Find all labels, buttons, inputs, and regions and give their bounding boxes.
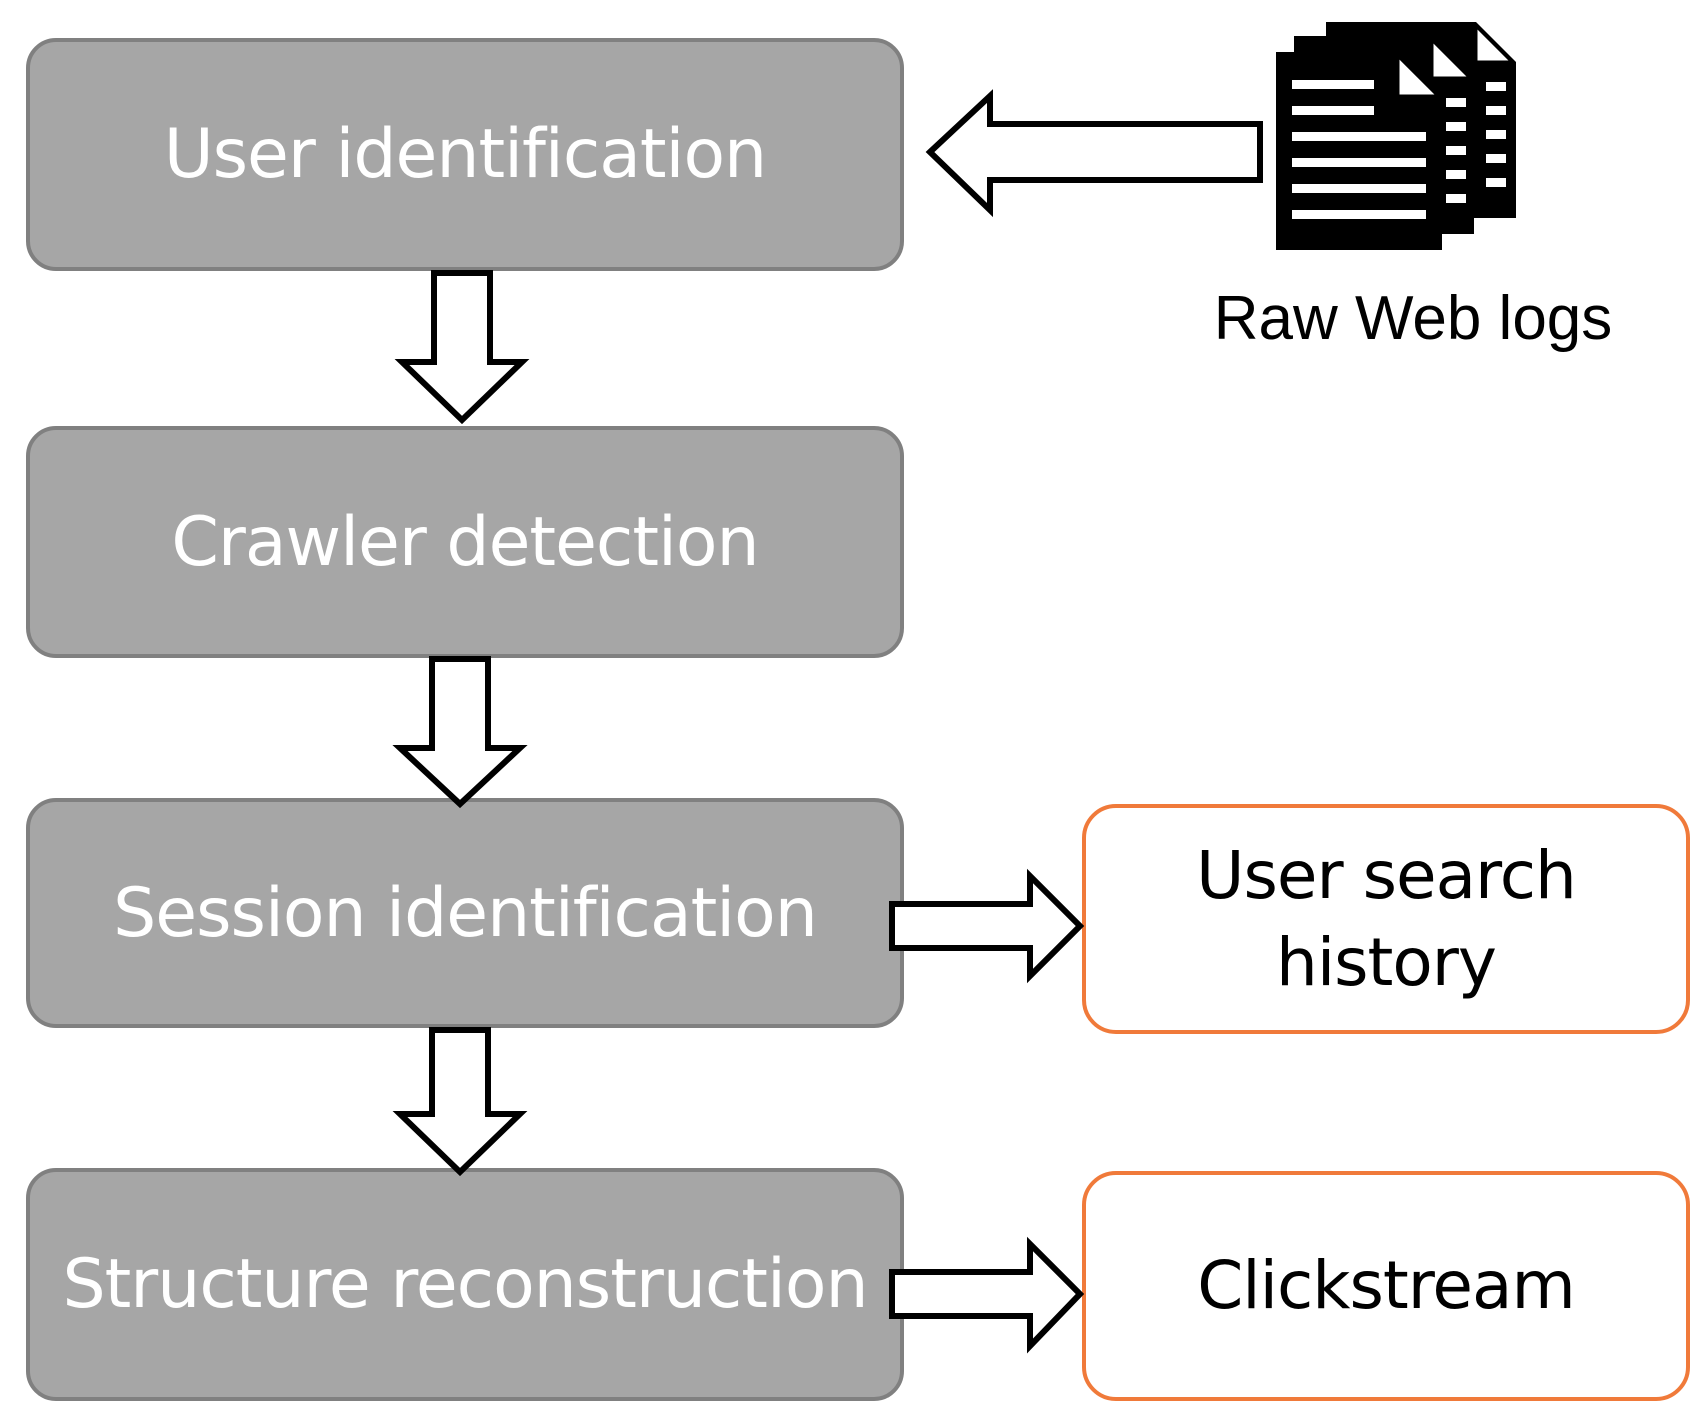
step-structure-reconstruction: Structure reconstruction <box>26 1168 904 1401</box>
document-stack-icon <box>1276 22 1516 250</box>
output-label: Clickstream <box>1197 1247 1576 1325</box>
down-arrow-2 <box>392 656 528 809</box>
step-label: Session identification <box>113 873 818 953</box>
step-session-identification: Session identification <box>26 798 904 1028</box>
input-arrow <box>925 89 1263 218</box>
down-arrow-1 <box>394 270 530 425</box>
step-label: Structure reconstruction <box>62 1245 868 1324</box>
raw-web-logs-label: Raw Web logs <box>1213 284 1613 353</box>
right-arrow-1 <box>889 868 1085 984</box>
right-arrow-2 <box>889 1236 1085 1354</box>
step-label: User identification <box>163 115 767 194</box>
output-clickstream: Clickstream <box>1082 1171 1690 1401</box>
step-user-identification: User identification <box>26 38 904 271</box>
down-arrow-3 <box>392 1027 528 1177</box>
output-user-search-history: User search history <box>1082 804 1690 1034</box>
output-label: User search history <box>1196 836 1577 1001</box>
step-label: Crawler detection <box>171 502 759 582</box>
